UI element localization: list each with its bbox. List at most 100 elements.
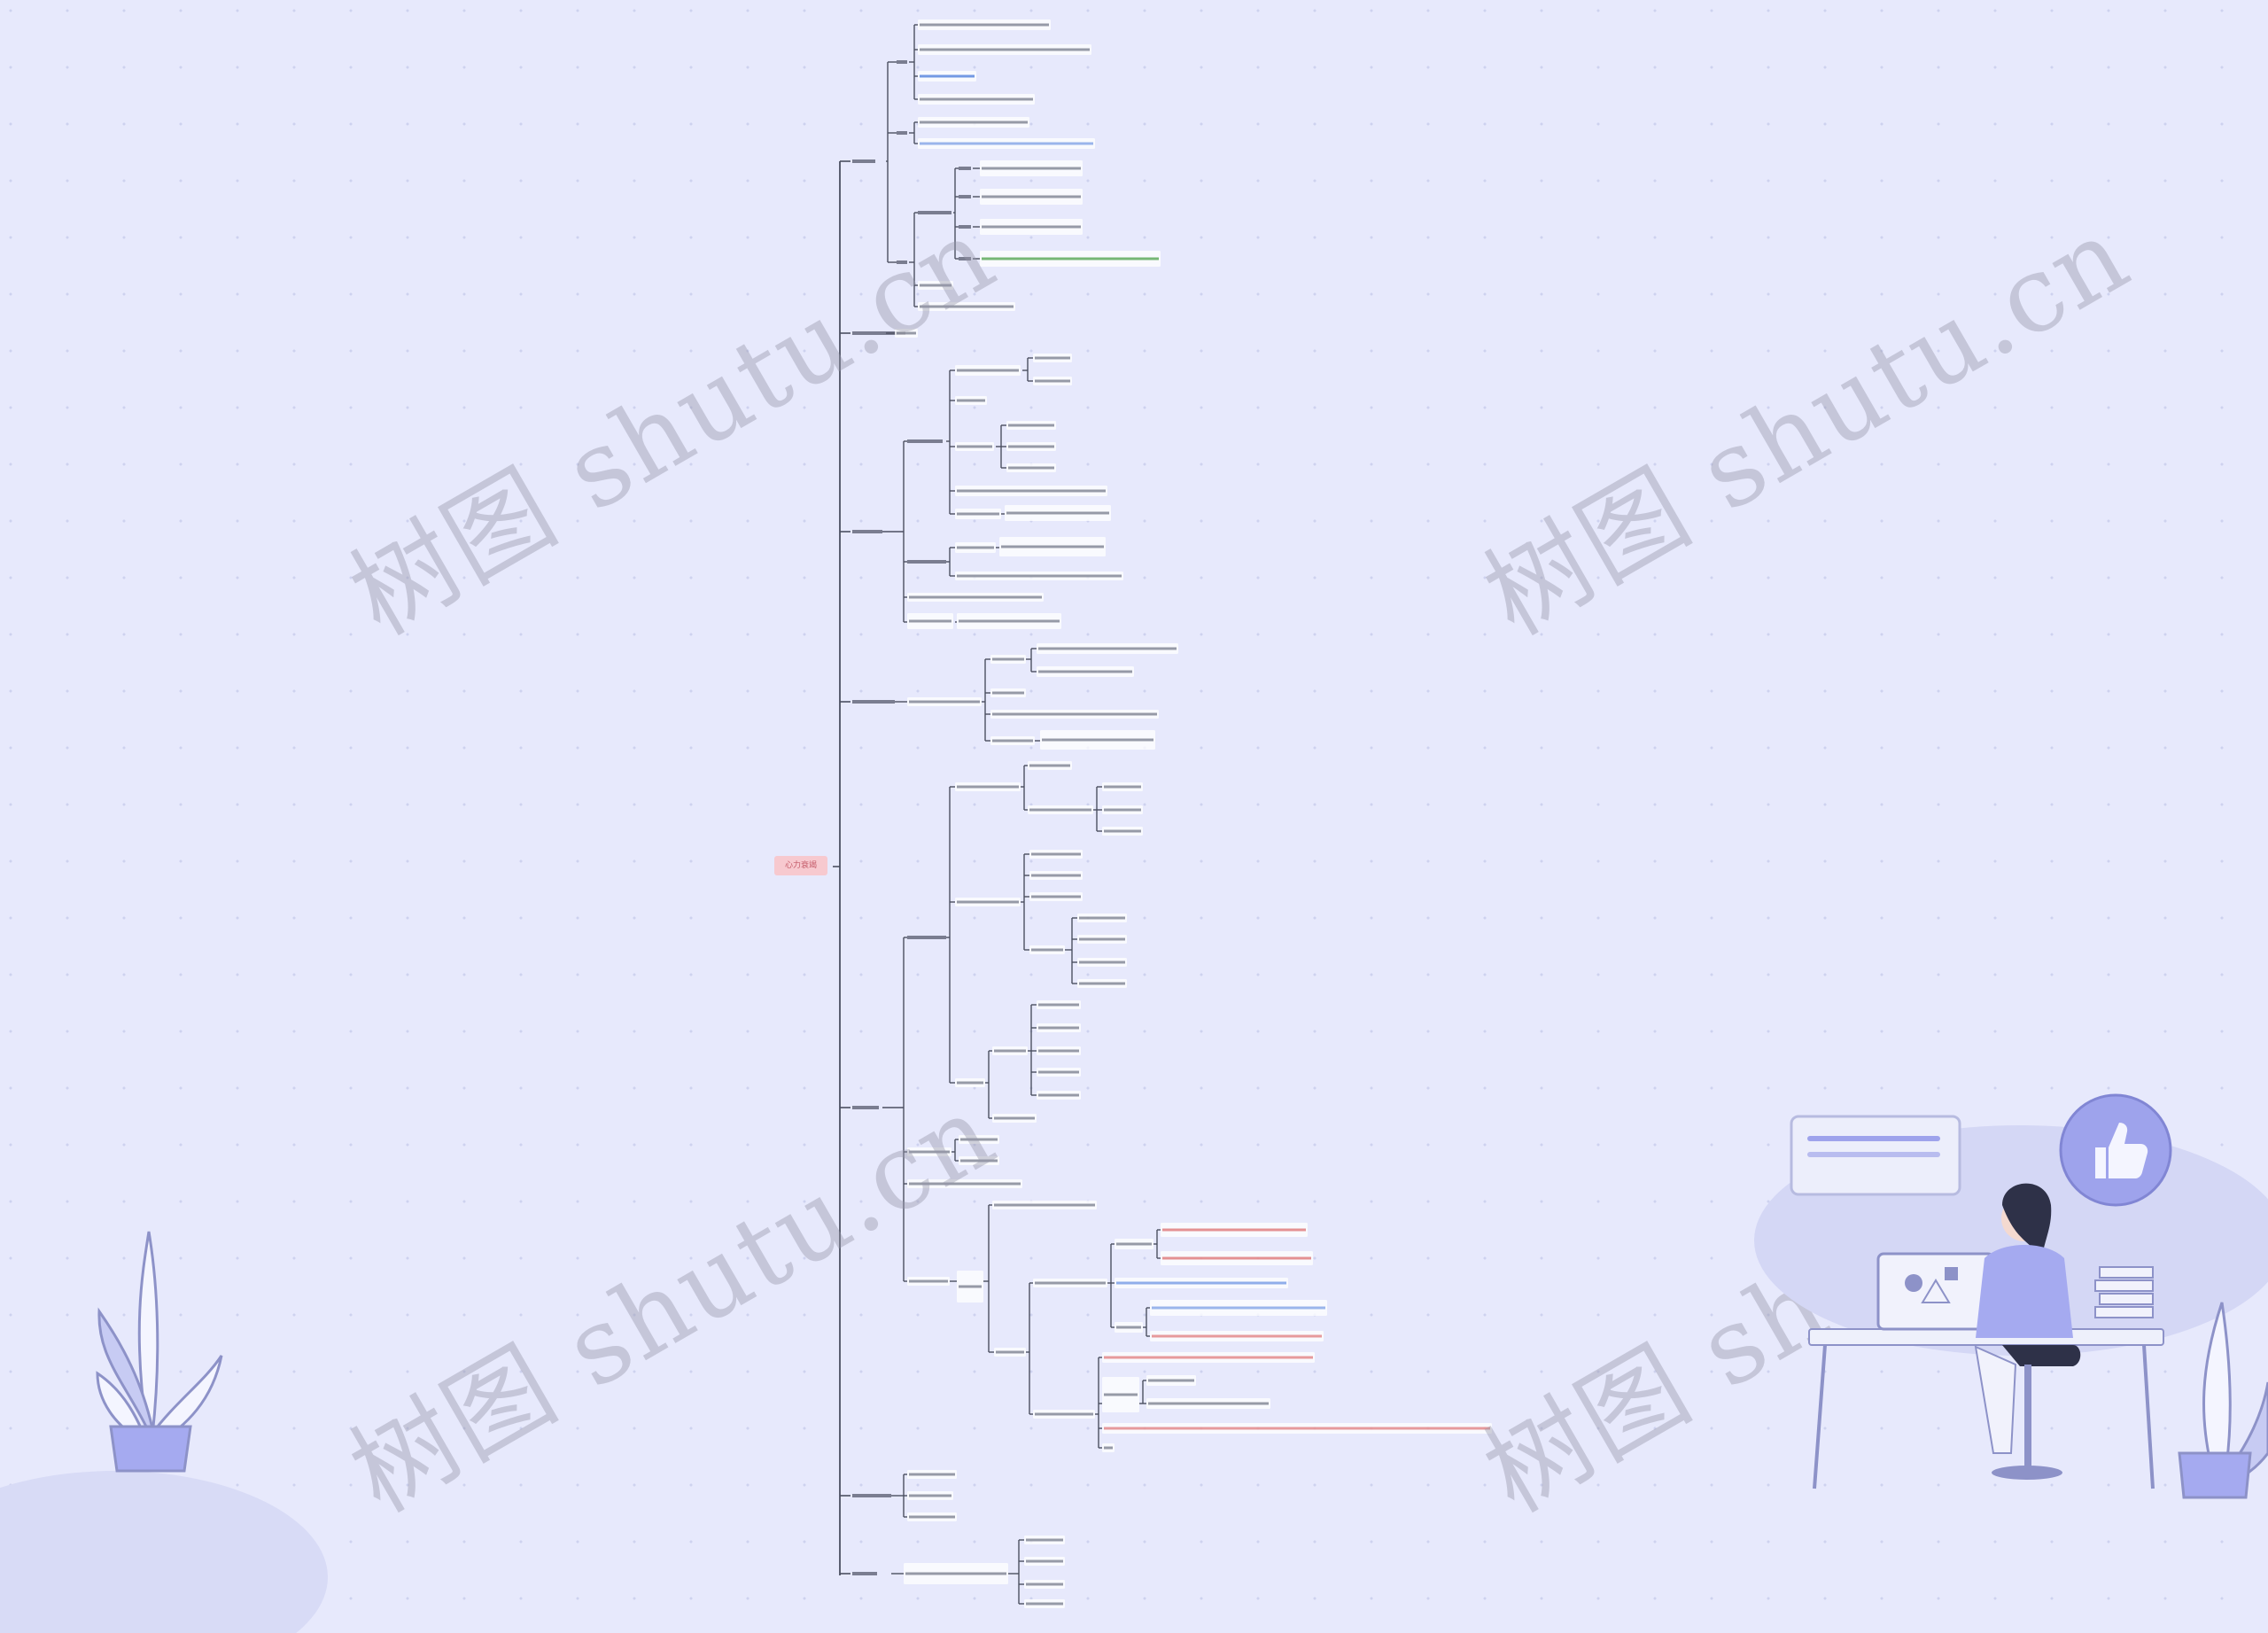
node-text-placeholder (957, 546, 994, 549)
node-text-placeholder (920, 97, 1033, 101)
node-text-placeholder (1038, 1070, 1079, 1074)
node-text-placeholder (957, 369, 1019, 372)
branch-label-placeholder[interactable] (897, 261, 907, 264)
node-text-placeholder (1038, 1049, 1079, 1053)
branch-label-placeholder[interactable] (852, 1106, 879, 1109)
node-text-placeholder (920, 23, 1049, 27)
node-text-placeholder (1031, 948, 1063, 952)
node-text-placeholder (992, 712, 1157, 716)
node-text-placeholder (1038, 1093, 1079, 1097)
node-text-placeholder (1042, 738, 1153, 742)
node-text-placeholder (1148, 1379, 1194, 1382)
node-text-placeholder (1029, 808, 1091, 812)
branch-label-placeholder[interactable] (852, 530, 882, 533)
node-text-placeholder (994, 1116, 1035, 1120)
node-text-placeholder (909, 1515, 955, 1519)
node-text-placeholder (996, 1350, 1024, 1354)
node-text-placeholder (909, 1279, 948, 1283)
branch-label-placeholder[interactable] (918, 211, 951, 214)
node-text-placeholder (982, 195, 1081, 198)
branch-label-placeholder[interactable] (959, 167, 971, 170)
node-text-placeholder (1152, 1306, 1325, 1310)
node-text-placeholder (960, 1138, 998, 1141)
node-text-placeholder (1035, 356, 1070, 360)
node-text-placeholder (959, 619, 1060, 623)
node-text-placeholder (957, 785, 1019, 789)
node-text-placeholder (994, 1049, 1026, 1053)
woman-at-desk-illustration (1754, 1093, 2268, 1499)
node-text-placeholder (1152, 1334, 1322, 1338)
node-text-placeholder (1104, 1446, 1113, 1450)
node-text-placeholder (957, 399, 985, 402)
branch-label-placeholder[interactable] (907, 560, 946, 564)
branch-label-placeholder[interactable] (907, 439, 943, 443)
node-text-placeholder (1026, 1602, 1063, 1606)
node-text-placeholder (1162, 1228, 1306, 1232)
node-text-placeholder (909, 1494, 951, 1497)
node-text-placeholder (920, 121, 1028, 124)
node-text-placeholder (1079, 960, 1125, 964)
node-text-placeholder (982, 225, 1081, 229)
root-node[interactable]: 心力衰竭 (774, 856, 828, 875)
node-text-placeholder (1104, 1427, 1490, 1430)
node-text-placeholder (920, 48, 1090, 51)
node-text-placeholder (1079, 916, 1125, 920)
branch-label-placeholder[interactable] (959, 257, 971, 261)
node-text-placeholder (1038, 670, 1132, 673)
node-text-placeholder (1104, 785, 1141, 789)
branch-label-placeholder[interactable] (852, 700, 895, 704)
node-text-placeholder (1104, 808, 1141, 812)
node-text-placeholder (1035, 1412, 1093, 1416)
node-text-placeholder (982, 257, 1159, 261)
node-text-placeholder (957, 445, 992, 448)
branch-label-placeholder[interactable] (907, 936, 946, 939)
node-text-placeholder (905, 1572, 1006, 1575)
branch-label-placeholder[interactable] (959, 225, 971, 229)
node-text-placeholder (909, 595, 1042, 599)
node-text-placeholder (1104, 1356, 1313, 1359)
node-text-placeholder (1162, 1256, 1311, 1260)
node-text-placeholder (909, 1182, 1021, 1186)
branch-label-placeholder[interactable] (852, 159, 875, 163)
branch-label-placeholder[interactable] (897, 131, 907, 135)
node-text-placeholder (957, 1081, 983, 1085)
node-text-placeholder (897, 331, 916, 335)
node-text-placeholder (1026, 1582, 1063, 1586)
node-text-placeholder (1038, 1026, 1079, 1030)
branch-label-placeholder[interactable] (852, 1494, 891, 1497)
node-text-placeholder (959, 1285, 982, 1288)
node-text-placeholder (909, 1150, 950, 1154)
node-text-placeholder (920, 284, 951, 287)
node-text-placeholder (1104, 829, 1141, 833)
node-text-placeholder (1035, 1281, 1106, 1285)
node-text-placeholder (992, 691, 1024, 695)
node-text-placeholder (957, 512, 999, 516)
node-text-placeholder (1001, 545, 1104, 548)
node-text-placeholder (920, 74, 975, 78)
node-text-placeholder (1008, 445, 1054, 448)
node-text-placeholder (1031, 874, 1081, 877)
node-text-placeholder (1038, 1003, 1079, 1007)
node-text-placeholder (920, 305, 1014, 308)
node-text-placeholder (1006, 511, 1109, 515)
branch-label-placeholder[interactable] (959, 195, 971, 198)
node-text-placeholder (1148, 1402, 1269, 1405)
node-text-placeholder (909, 1473, 955, 1476)
node-text-placeholder (957, 489, 1106, 493)
node-text-placeholder (960, 1159, 998, 1163)
node-text-placeholder (992, 739, 1033, 743)
node-text-placeholder (1116, 1242, 1152, 1246)
node-text-placeholder (1079, 937, 1125, 941)
node-text-placeholder (957, 574, 1122, 578)
branch-label-placeholder[interactable] (897, 60, 907, 64)
branch-label-placeholder[interactable] (852, 1572, 877, 1575)
branch-label-placeholder[interactable] (852, 331, 905, 335)
node-text-placeholder (1031, 895, 1081, 898)
node-text-placeholder (1026, 1559, 1063, 1563)
node-text-placeholder (994, 1203, 1095, 1207)
plant-illustration (0, 1231, 328, 1633)
node-text-placeholder (1008, 466, 1054, 470)
node-text-placeholder (1035, 379, 1070, 383)
